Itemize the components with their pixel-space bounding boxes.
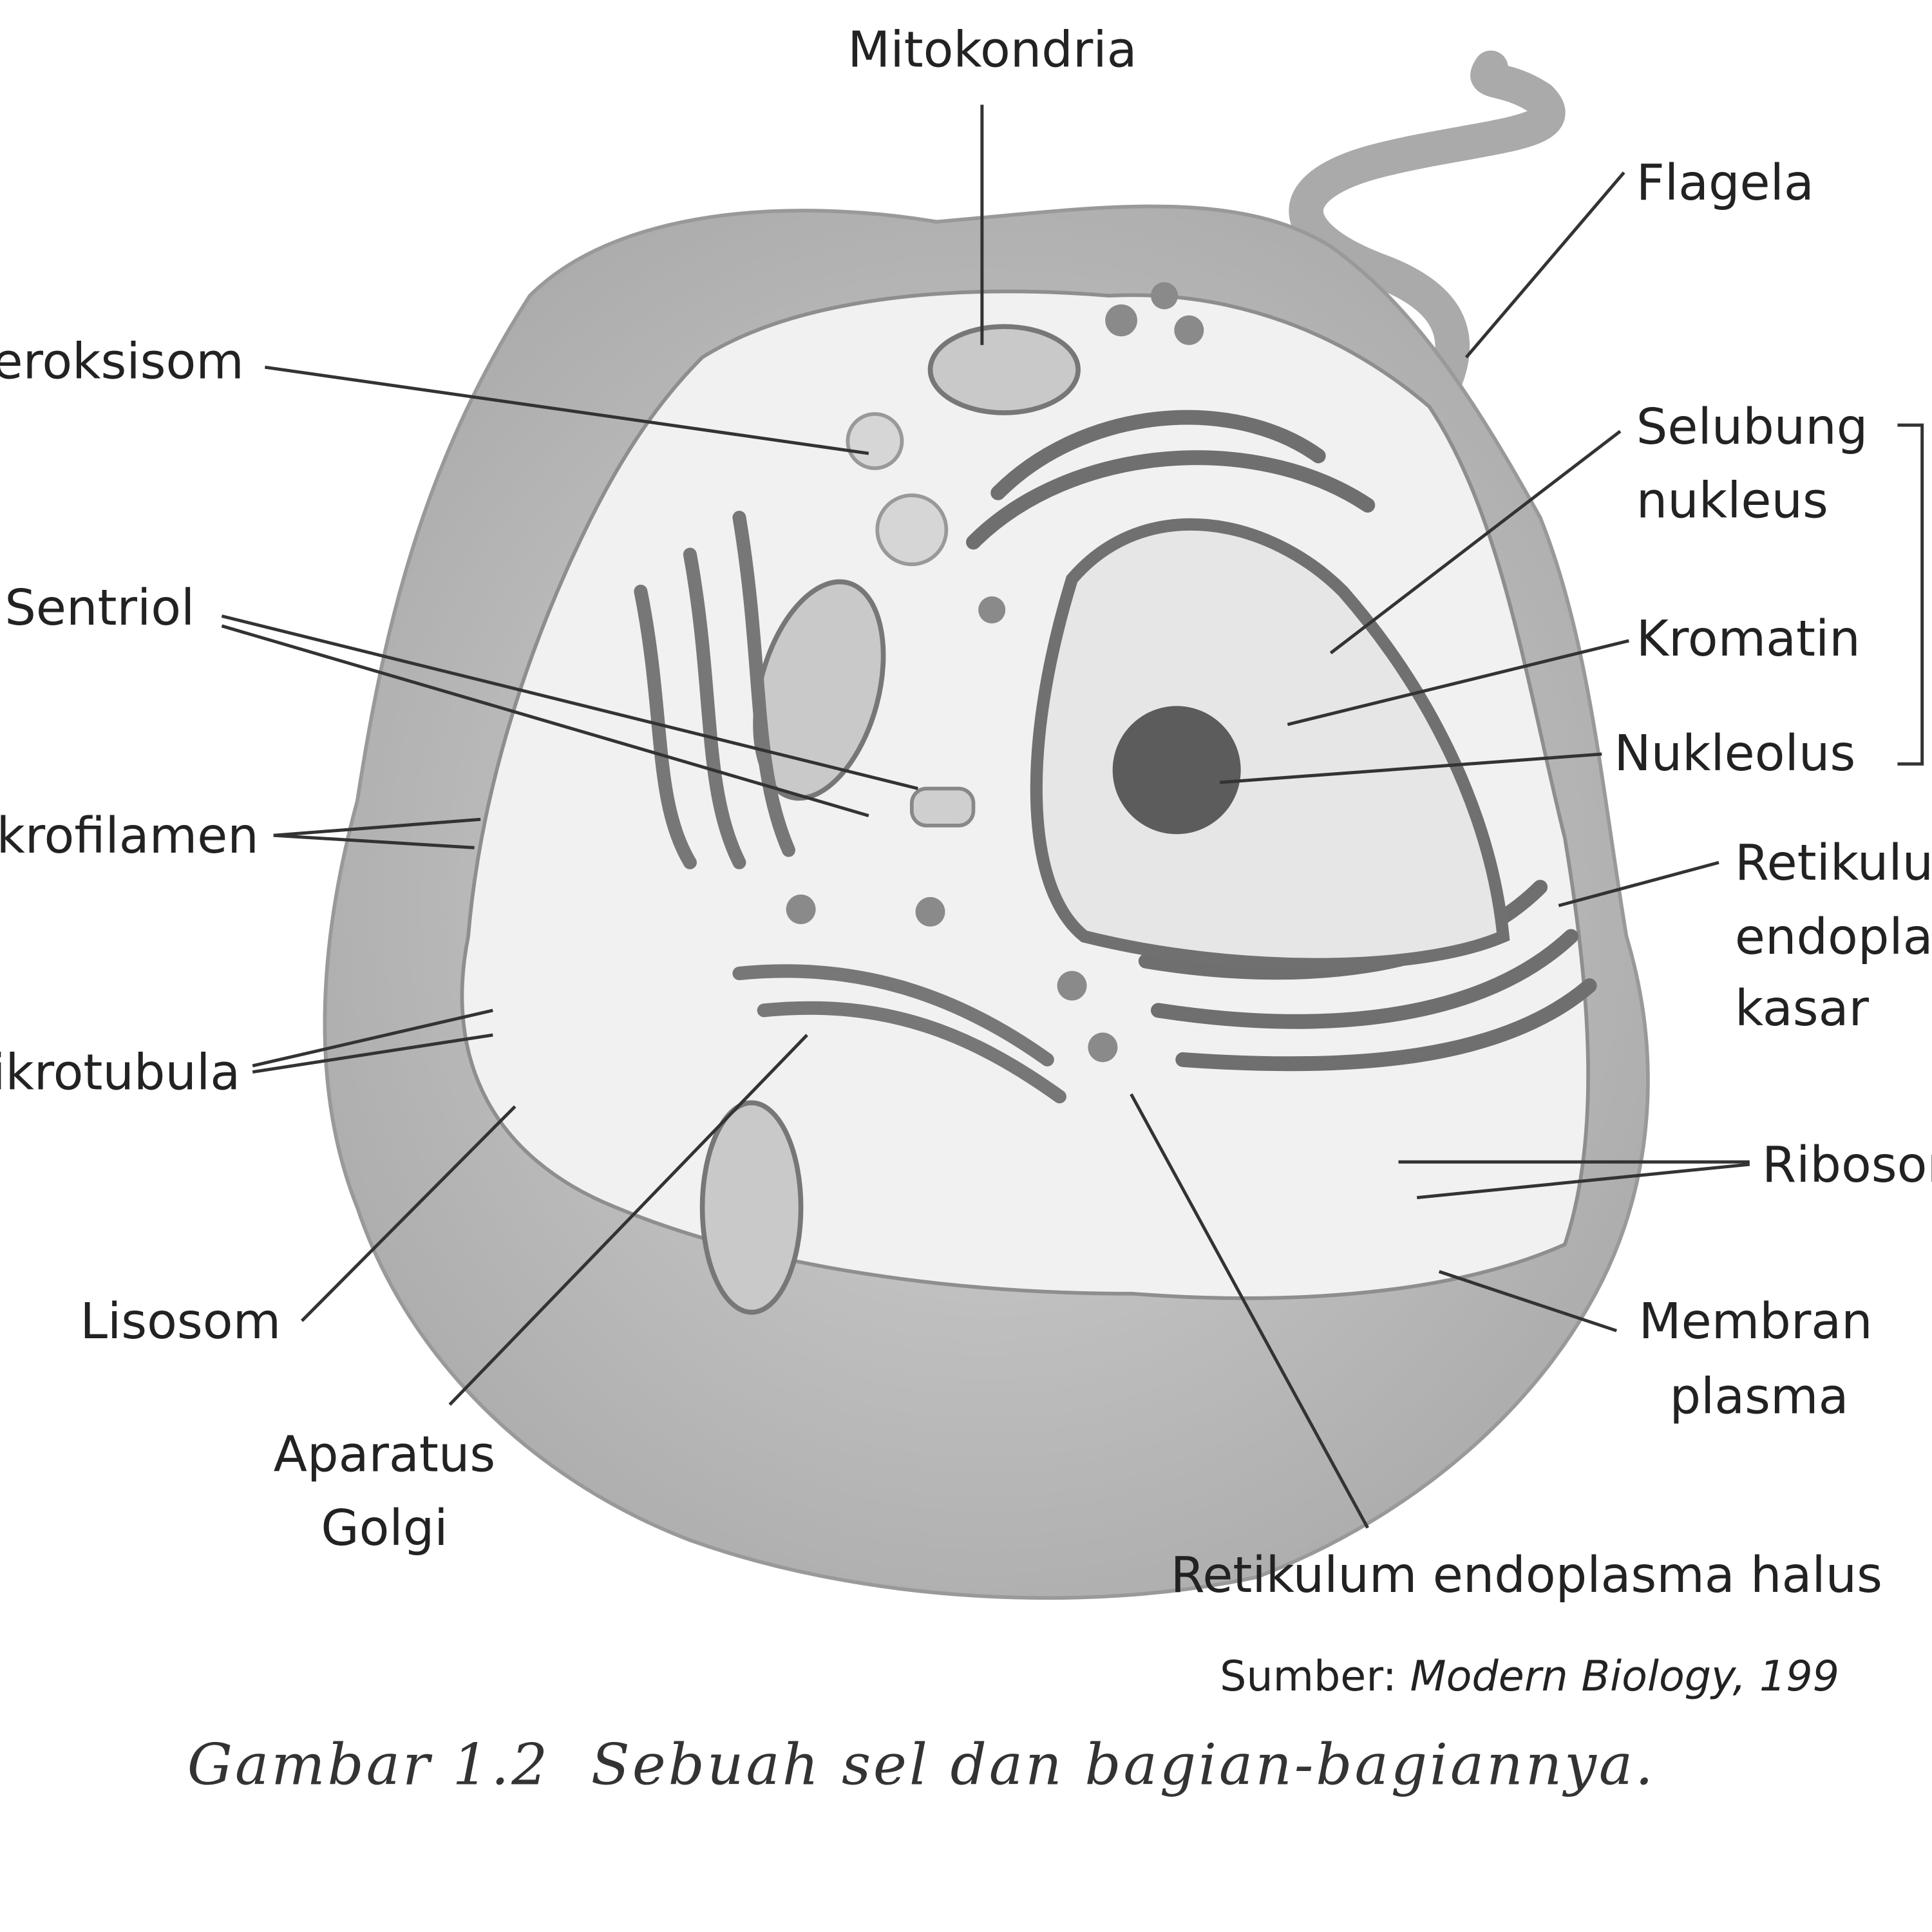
leader-lines [221, 104, 1924, 1529]
label-kromatin: Kromatin [1636, 611, 1861, 668]
vesicles [786, 282, 1204, 1063]
label-sentriol: Sentriol [5, 580, 194, 637]
label-retikulum-kasar-2: endoplasma [1735, 909, 1932, 966]
label-ribosom: Ribosom [1762, 1137, 1932, 1194]
label-aparatus-golgi-1: Aparatus [274, 1426, 496, 1483]
golgi-shape [634, 511, 1066, 1104]
label-retikulum-kasar-3: kasar [1735, 980, 1870, 1037]
label-retikulum-kasar-1: Retikulum [1735, 835, 1932, 892]
label-selubung-nukleus-1: Selubung [1636, 399, 1868, 456]
figure-caption: Gambar 1.2 Sebuah sel dan bagian-bagiann… [187, 1731, 1656, 1797]
label-nukleolus: Nukleolus [1614, 725, 1855, 782]
nucleus-shape [1030, 518, 1510, 971]
label-selubung-nukleus-2: nukleus [1636, 473, 1828, 530]
nucleolus-shape [1112, 706, 1241, 835]
source-title: Modern Biology, 199 [1410, 1653, 1839, 1701]
label-aparatus-golgi-2: Golgi [321, 1500, 448, 1557]
label-lisosom: Lisosom [80, 1293, 281, 1350]
label-membran-plasma-1: Membran [1639, 1293, 1873, 1350]
label-peroksisom: Peroksisom [0, 333, 244, 390]
source-prefix: Sumber: [1220, 1653, 1410, 1701]
label-flagela: Flagela [1636, 155, 1814, 212]
label-mikrotubula: Mikrotubula [0, 1044, 240, 1101]
flagellum-shape [1289, 50, 1566, 461]
label-retikulum-halus: Retikulum endoplasma halus [1171, 1547, 1882, 1604]
label-membran-plasma-2: plasma [1669, 1368, 1848, 1426]
source-credit: Sumber: Modern Biology, 199 [1220, 1653, 1839, 1701]
mitochondria-shapes [699, 324, 1081, 1315]
label-mikrofilamen: Mikrofilamen [0, 808, 259, 865]
label-mitokondria: Mitokondria [848, 21, 1137, 79]
